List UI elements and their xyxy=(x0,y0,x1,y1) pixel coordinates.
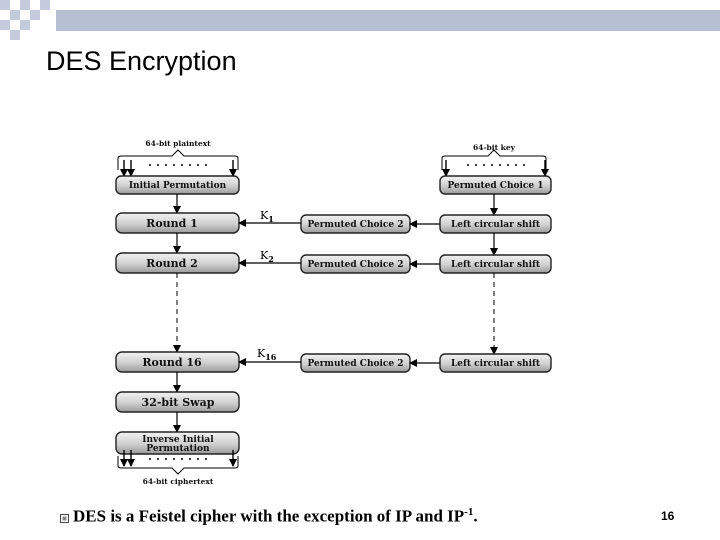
left-shift-box-16: Left circular shift xyxy=(439,353,552,373)
round-16-box: Round 16 xyxy=(115,351,240,373)
svg-text:Round 16: Round 16 xyxy=(142,356,202,369)
inverse-initial-permutation-box: Inverse Initial Permutation xyxy=(115,431,240,455)
ciphertext-dots xyxy=(149,458,207,460)
ciphertext-brace xyxy=(117,456,239,475)
key-label: 64-bit key xyxy=(473,143,516,152)
decorative-checker-pattern xyxy=(0,0,50,40)
svg-text:Initial Permutation: Initial Permutation xyxy=(129,181,227,191)
slide-title: DES Encryption xyxy=(46,46,237,76)
round-2-box: Round 2 xyxy=(115,252,240,274)
svg-text:Left circular shift: Left circular shift xyxy=(451,220,541,230)
svg-text:Permuted Choice 2: Permuted Choice 2 xyxy=(307,220,403,230)
svg-text:Permuted Choice 2: Permuted Choice 2 xyxy=(307,260,403,270)
permuted-choice-1-box: Permuted Choice 1 xyxy=(439,175,552,195)
plaintext-dots xyxy=(149,164,207,166)
svg-text:Left circular shift: Left circular shift xyxy=(451,359,541,369)
svg-text:Permuted Choice 2: Permuted Choice 2 xyxy=(307,359,403,369)
bullet-icon xyxy=(60,513,69,523)
left-shift-box-2: Left circular shift xyxy=(439,254,552,274)
k16-label: K16 xyxy=(257,347,277,362)
round-1-box: Round 1 xyxy=(115,212,240,234)
bullet-text: DES is a Feistel cipher with the excepti… xyxy=(73,506,478,526)
plaintext-label: 64-bit plaintext xyxy=(145,139,211,148)
k1-label: K1 xyxy=(260,209,274,224)
bullet-superscript: -1 xyxy=(464,506,474,518)
svg-text:Round 1: Round 1 xyxy=(146,217,198,230)
key-dots xyxy=(467,164,525,166)
svg-text:Permuted Choice 1: Permuted Choice 1 xyxy=(447,181,543,191)
svg-text:Permutation: Permutation xyxy=(146,444,210,454)
svg-text:Left circular shift: Left circular shift xyxy=(451,260,541,270)
svg-text:32-bit Swap: 32-bit Swap xyxy=(142,396,215,409)
left-shift-box-1: Left circular shift xyxy=(439,214,552,234)
ciphertext-label: 64-bit ciphertext xyxy=(143,477,214,486)
svg-text:Inverse Initial: Inverse Initial xyxy=(142,435,214,445)
permuted-choice-2-box-16: Permuted Choice 2 xyxy=(300,353,411,373)
plaintext-brace xyxy=(117,149,239,170)
header-bar xyxy=(56,10,720,31)
key-brace xyxy=(441,149,547,170)
swap-box: 32-bit Swap xyxy=(115,391,240,413)
permuted-choice-2-box-2: Permuted Choice 2 xyxy=(300,254,411,274)
page-number: 16 xyxy=(661,509,675,523)
initial-permutation-box: Initial Permutation xyxy=(115,175,240,195)
bullet-point: DES is a Feistel cipher with the excepti… xyxy=(60,506,478,527)
k2-label: K2 xyxy=(260,249,274,264)
permuted-choice-2-box-1: Permuted Choice 2 xyxy=(300,214,411,234)
svg-text:Round 2: Round 2 xyxy=(146,257,198,270)
